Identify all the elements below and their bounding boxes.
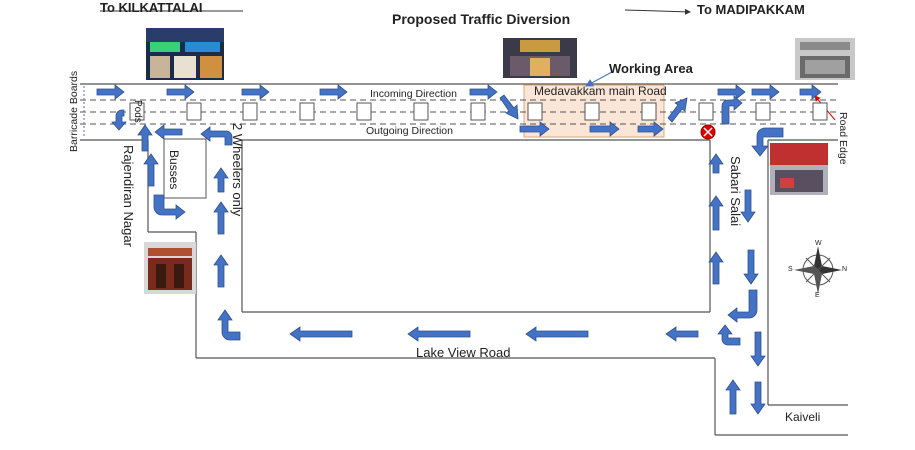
- pod: [527, 102, 543, 121]
- arrow-right: [589, 121, 620, 137]
- main-road-label: Medavakkam main Road: [534, 84, 667, 98]
- arrow-right: [799, 84, 822, 100]
- arrow-bent-down: [111, 109, 127, 131]
- arrow-bent-down: [751, 127, 784, 157]
- arrow-diagonal-down: [499, 94, 519, 120]
- arrow-right: [319, 84, 348, 100]
- working-area-label: Working Area: [609, 61, 693, 76]
- arrow-right: [751, 84, 780, 100]
- pod: [299, 102, 315, 121]
- road-closure-cross: [703, 127, 713, 137]
- pod: [755, 102, 771, 121]
- arrow-right: [241, 84, 270, 100]
- arrow-up: [708, 153, 724, 174]
- pod: [470, 102, 486, 121]
- direction-right-label: To MADIPAKKAM: [697, 2, 805, 17]
- arrow-up: [725, 379, 741, 415]
- arrow-right: [96, 84, 125, 100]
- arrow-left: [407, 326, 471, 342]
- traffic-arrows: [96, 84, 822, 415]
- arrow-up: [708, 251, 724, 285]
- pod: [356, 102, 372, 121]
- arrow-bent-right: [153, 194, 186, 220]
- arrow-up: [137, 124, 153, 152]
- direction-left-label: To KILKATTALAI: [100, 0, 203, 15]
- arrow-bent-up: [217, 309, 241, 341]
- arrow-up: [213, 254, 229, 288]
- busses-label: Busses: [167, 150, 181, 190]
- arrow-left: [289, 326, 353, 342]
- barricade-boards-label: Barricade Boards: [68, 70, 80, 152]
- arrow-up: [213, 201, 229, 235]
- diagram-title: Proposed Traffic Diversion: [392, 11, 571, 27]
- compass-s-label: S: [788, 266, 793, 273]
- outgoing-direction-label: Outgoing Direction: [366, 125, 453, 137]
- arrow-down: [740, 189, 756, 223]
- pods-group: [129, 102, 828, 121]
- road-edge-label: Road Edge: [837, 112, 849, 165]
- building-photo-temple: [144, 242, 196, 294]
- right-direction-line: [624, 8, 691, 15]
- arrow-diagonal-up: [667, 97, 688, 123]
- compass-rose: [794, 246, 842, 294]
- arrow-up: [143, 153, 159, 187]
- two-wheelers-label: 2 Wheelers only: [230, 123, 245, 217]
- incoming-direction-label: Incoming Direction: [370, 88, 457, 100]
- arrow-left: [665, 326, 699, 342]
- arrow-right: [469, 84, 498, 100]
- arrow-down: [750, 381, 766, 415]
- pod: [186, 102, 202, 121]
- arrow-bent-up-right: [721, 95, 743, 125]
- pod: [584, 102, 600, 121]
- road-outline: [80, 83, 848, 436]
- kaiveli-label: Kaiveli: [785, 410, 821, 424]
- arrow-left: [525, 326, 589, 342]
- working-area-pointer: [585, 71, 613, 87]
- building-photo-right-top: [795, 38, 855, 80]
- arrow-up: [213, 167, 229, 193]
- sabari-salai-label: Sabari Salai: [728, 156, 743, 227]
- pod: [413, 102, 429, 121]
- pod: [129, 102, 145, 121]
- arrow-right: [519, 121, 550, 137]
- rajendiran-nagar-label: Rajendiran Nagar: [121, 145, 136, 247]
- arrow-down: [743, 249, 759, 285]
- busses-box: [163, 138, 207, 199]
- arrow-right: [166, 84, 195, 100]
- pod: [698, 102, 714, 121]
- pods-label: Pods: [132, 100, 143, 123]
- arrow-bent-up-left: [200, 126, 233, 146]
- pod: [641, 102, 657, 121]
- lake-view-road-label: Lake View Road: [416, 345, 511, 360]
- arrow-bent-up: [717, 324, 741, 346]
- arrow-up: [708, 195, 724, 231]
- building-photo-poorvika: [146, 28, 224, 80]
- building-photo-right-mid: [770, 143, 828, 195]
- pod: [242, 102, 258, 121]
- compass-w-label: W: [815, 240, 822, 247]
- compass-e-label: E: [815, 292, 820, 299]
- arrow-bent-down-left: [727, 289, 758, 323]
- pod: [812, 102, 828, 121]
- arrow-left: [154, 124, 183, 140]
- arrow-right: [717, 84, 746, 100]
- compass-n-label: N: [842, 266, 848, 273]
- arrow-right: [637, 121, 664, 137]
- building-photo-center: [503, 38, 577, 78]
- arrow-down: [750, 331, 766, 367]
